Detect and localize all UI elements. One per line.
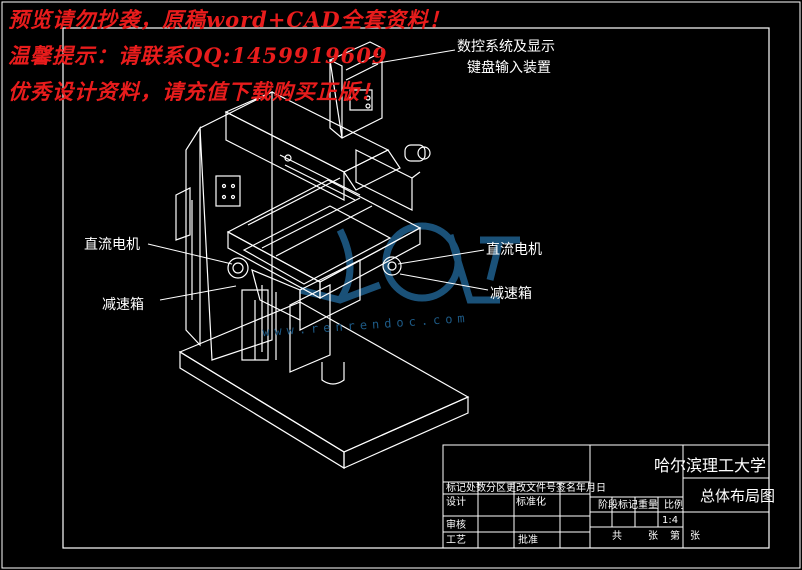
label-cnc-display-2: 键盘输入装置 [467, 60, 551, 76]
label-cnc-display-1: 数控系统及显示 [457, 39, 555, 55]
page-no-label: 第 [670, 531, 680, 542]
label-reducer-right: 减速箱 [490, 286, 532, 302]
watermark-line-1: 预览请勿抄袭，原稿word+CAD全套资料！ [8, 7, 451, 32]
title-block-grid [442, 444, 770, 549]
leader-lines [147, 49, 489, 301]
milling-machine [175, 41, 470, 470]
review-label: 审核 [446, 520, 466, 531]
label-dc-motor-left: 直流电机 [84, 237, 140, 253]
process-label: 工艺 [446, 535, 466, 546]
weight-label: 重量 [638, 500, 658, 511]
logo-watermark [299, 222, 520, 304]
design-label: 设计 [446, 497, 466, 508]
school-name: 哈尔滨理工大学 [654, 456, 767, 475]
scale-label: 比例 [664, 500, 684, 511]
rev-headers: 标记处数分区更改文件号签名年月日 [446, 483, 606, 494]
stage-mark-label: 阶段标记 [598, 500, 638, 511]
inner-frame [62, 27, 770, 549]
label-reducer-left: 减速箱 [102, 297, 144, 313]
drawing-title: 总体布局图 [700, 487, 776, 505]
approve-label: 批准 [518, 535, 538, 546]
scale-value: 1:4 [662, 515, 679, 526]
label-dc-motor-right: 直流电机 [486, 242, 542, 258]
total-label: 共 [612, 531, 622, 542]
watermark-line-3: 优秀设计资料，请充值下载购买正版！ [8, 79, 382, 104]
sheets-label: 张 [648, 531, 658, 542]
standardize-label: 标准化 [516, 497, 546, 508]
watermark-line-2: 温馨提示：请联系QQ:1459919609 [8, 43, 388, 68]
sheet-end-label: 张 [690, 531, 700, 542]
